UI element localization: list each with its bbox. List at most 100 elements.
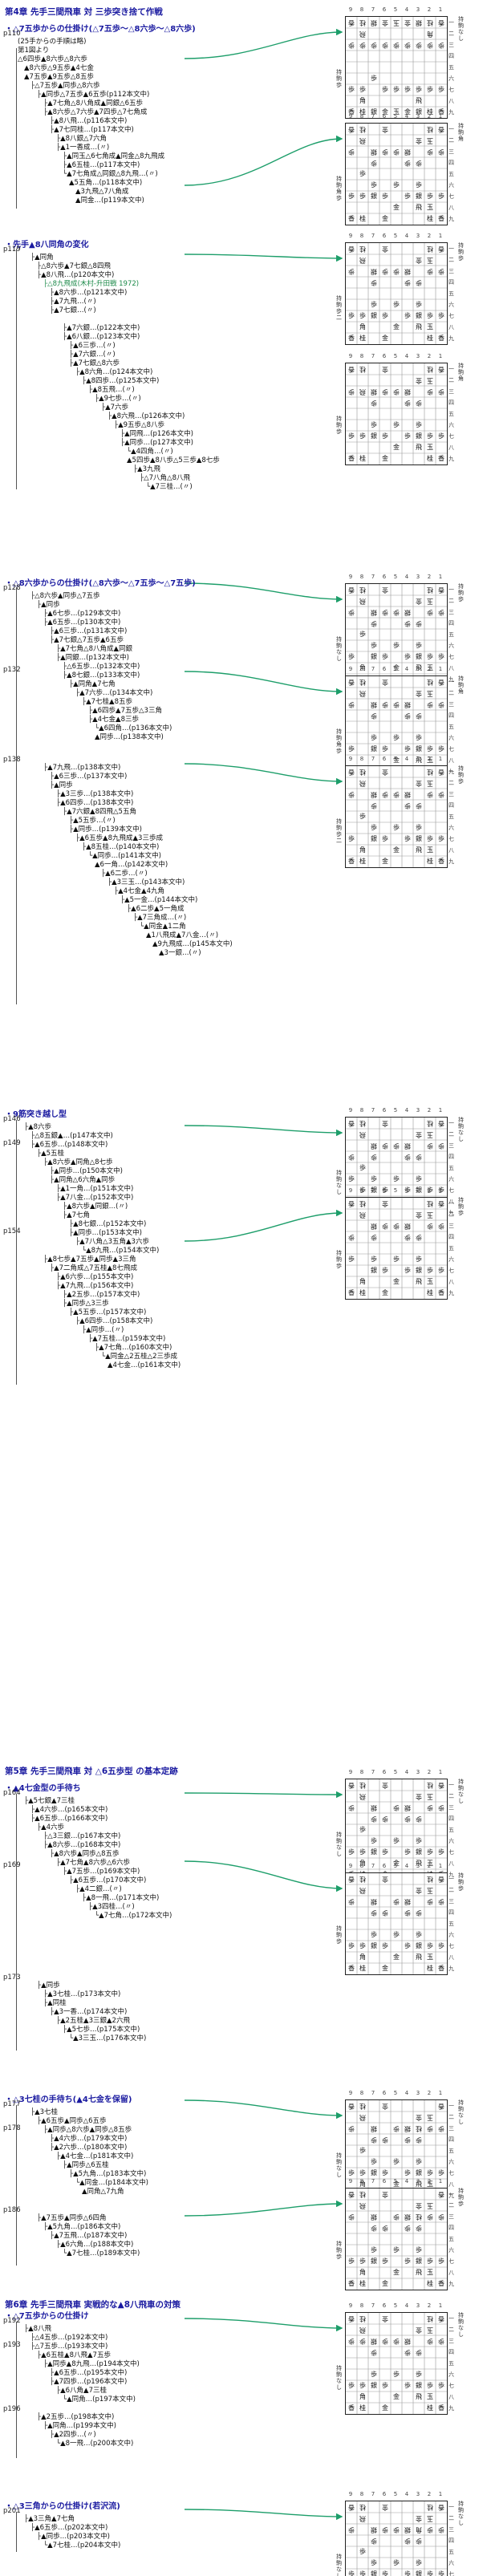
board-piece: 歩 xyxy=(416,400,422,407)
board-piece: 歩 xyxy=(371,2371,377,2378)
board-piece: 銀 xyxy=(416,1848,422,1856)
board-piece: 歩 xyxy=(382,2526,388,2533)
tree-connector xyxy=(16,587,17,1004)
board-piece: 飛 xyxy=(416,1860,422,1867)
rank-number: 七 xyxy=(448,2383,454,2389)
rank-number: 四 xyxy=(448,53,454,59)
rank-number: 一 xyxy=(448,1876,454,1882)
link-arrow xyxy=(184,2318,343,2332)
file-number: 9 xyxy=(348,2090,353,2096)
board-piece: 金 xyxy=(393,1953,400,1961)
board-piece: 歩 xyxy=(359,2382,366,2389)
board-piece: 銀 xyxy=(371,108,377,116)
board-piece: 香 xyxy=(348,1200,355,1207)
board-piece: 歩 xyxy=(371,1175,377,1183)
board-piece: 歩 xyxy=(382,388,388,396)
file-number: 2 xyxy=(427,6,432,13)
board-piece: 飛 xyxy=(359,1211,366,1219)
move-line: ├▲同銀…(p132本文中) xyxy=(56,654,129,662)
rank-number: 四 xyxy=(448,160,454,166)
board-piece: 香 xyxy=(348,2504,355,2511)
move-line: ├▲7八角△3五角▲3六歩 xyxy=(75,1238,149,1246)
board-piece: 香 xyxy=(348,769,355,776)
board-piece: 銀 xyxy=(404,1223,411,1230)
board-piece: 桂 xyxy=(427,108,433,116)
board-piece: 歩 xyxy=(427,653,433,660)
board-piece: 歩 xyxy=(359,2548,366,2555)
rank-number: 三 xyxy=(448,2338,454,2344)
board-piece: 歩 xyxy=(382,432,388,440)
file-number: 3 xyxy=(416,574,420,580)
opponent-hand: 持駒 歩 xyxy=(458,583,464,602)
rank-number: 九 xyxy=(448,2405,454,2412)
move-line: ├▲同歩 xyxy=(37,1982,60,1990)
file-number: 1 xyxy=(438,6,443,13)
rank-number: 四 xyxy=(448,1909,454,1916)
file-number: 3 xyxy=(416,1107,420,1114)
rank-number: 二 xyxy=(448,2515,454,2521)
rank-number: 二 xyxy=(448,257,454,263)
rank-number: 三 xyxy=(448,791,454,797)
rank-number: 六 xyxy=(448,643,454,649)
rank-number: 二 xyxy=(448,598,454,604)
board-piece: 桂 xyxy=(427,19,433,26)
move-line: ├▲9七歩…(〃) xyxy=(95,395,141,403)
board-piece: 香 xyxy=(348,2315,355,2322)
board-piece: 歩 xyxy=(393,2371,400,2378)
move-line: ├▲7七銀…(〃) xyxy=(50,306,96,314)
board-piece: 香 xyxy=(348,335,355,342)
rank-number: 三 xyxy=(448,1142,454,1149)
board-piece: 香 xyxy=(348,366,355,373)
board-piece: 歩 xyxy=(427,745,433,753)
move-line: ├▲同歩△3三歩 xyxy=(63,1300,109,1308)
rank-number: 二 xyxy=(448,780,454,786)
rank-number: 七 xyxy=(448,433,454,440)
board-piece: 歩 xyxy=(382,653,388,660)
board-piece: 歩 xyxy=(404,2537,411,2545)
board-piece: 香 xyxy=(348,1965,355,1972)
rank-number: 六 xyxy=(448,2560,454,2566)
board-piece: 飛 xyxy=(359,1887,366,1894)
board-piece: 歩 xyxy=(393,42,400,49)
player-hand: 持駒 なし xyxy=(336,2365,342,2391)
file-number: 4 xyxy=(404,2491,409,2497)
board-piece: 銀 xyxy=(371,1898,377,1905)
move-line: ├▲4七金▲4九角 xyxy=(114,887,165,895)
board-piece: 金 xyxy=(382,2504,388,2511)
rank-number: 四 xyxy=(448,1815,454,1822)
page-ref: p186 xyxy=(3,2206,21,2214)
rank-number: 四 xyxy=(448,279,454,286)
file-number: 4 xyxy=(404,574,409,580)
board-piece: 歩 xyxy=(393,1256,400,1263)
player-hand: 持駒 なし xyxy=(336,1832,342,1857)
board-piece: 金 xyxy=(393,2393,400,2400)
file-number: 2 xyxy=(427,233,432,239)
move-line: ├▲8七歩▲7五歩▲同歩▲3三角 xyxy=(43,1256,136,1264)
move-line: ├▲同歩…(p150本文中) xyxy=(50,1167,123,1175)
board-piece: 銀 xyxy=(371,653,377,660)
board-piece: 歩 xyxy=(404,312,411,319)
file-number: 5 xyxy=(393,1769,398,1775)
move-line: ├▲6六歩…(p155本文中) xyxy=(56,1273,134,1281)
file-number: 8 xyxy=(359,1187,364,1194)
board-piece: 角 xyxy=(359,1860,366,1867)
move-line: ├▲8八飛 xyxy=(24,2325,52,2333)
move-line: ├▲同歩 xyxy=(37,601,60,609)
rank-number: 七 xyxy=(448,836,454,842)
board-piece: 歩 xyxy=(416,1815,422,1823)
board-piece: 金 xyxy=(416,598,422,605)
board-piece: 金 xyxy=(416,2515,422,2522)
board-grid xyxy=(346,766,447,867)
board-piece: 桂 xyxy=(359,2404,366,2412)
move-line: └▲7七桂…(p189本文中) xyxy=(63,2249,140,2258)
move-line: ├▲4七金▲8三歩 xyxy=(88,716,140,724)
rank-number: 六 xyxy=(448,735,454,741)
rank-number: 四 xyxy=(448,620,454,627)
move-line: ├▲7九飛…(p138本文中) xyxy=(43,764,121,772)
file-number: 9 xyxy=(348,574,353,580)
board-piece: 香 xyxy=(348,2280,355,2287)
board-piece: 歩 xyxy=(416,2349,422,2356)
board-piece: 歩 xyxy=(393,181,400,189)
board-piece: 銀 xyxy=(404,701,411,708)
board-piece: 歩 xyxy=(438,1942,444,1949)
